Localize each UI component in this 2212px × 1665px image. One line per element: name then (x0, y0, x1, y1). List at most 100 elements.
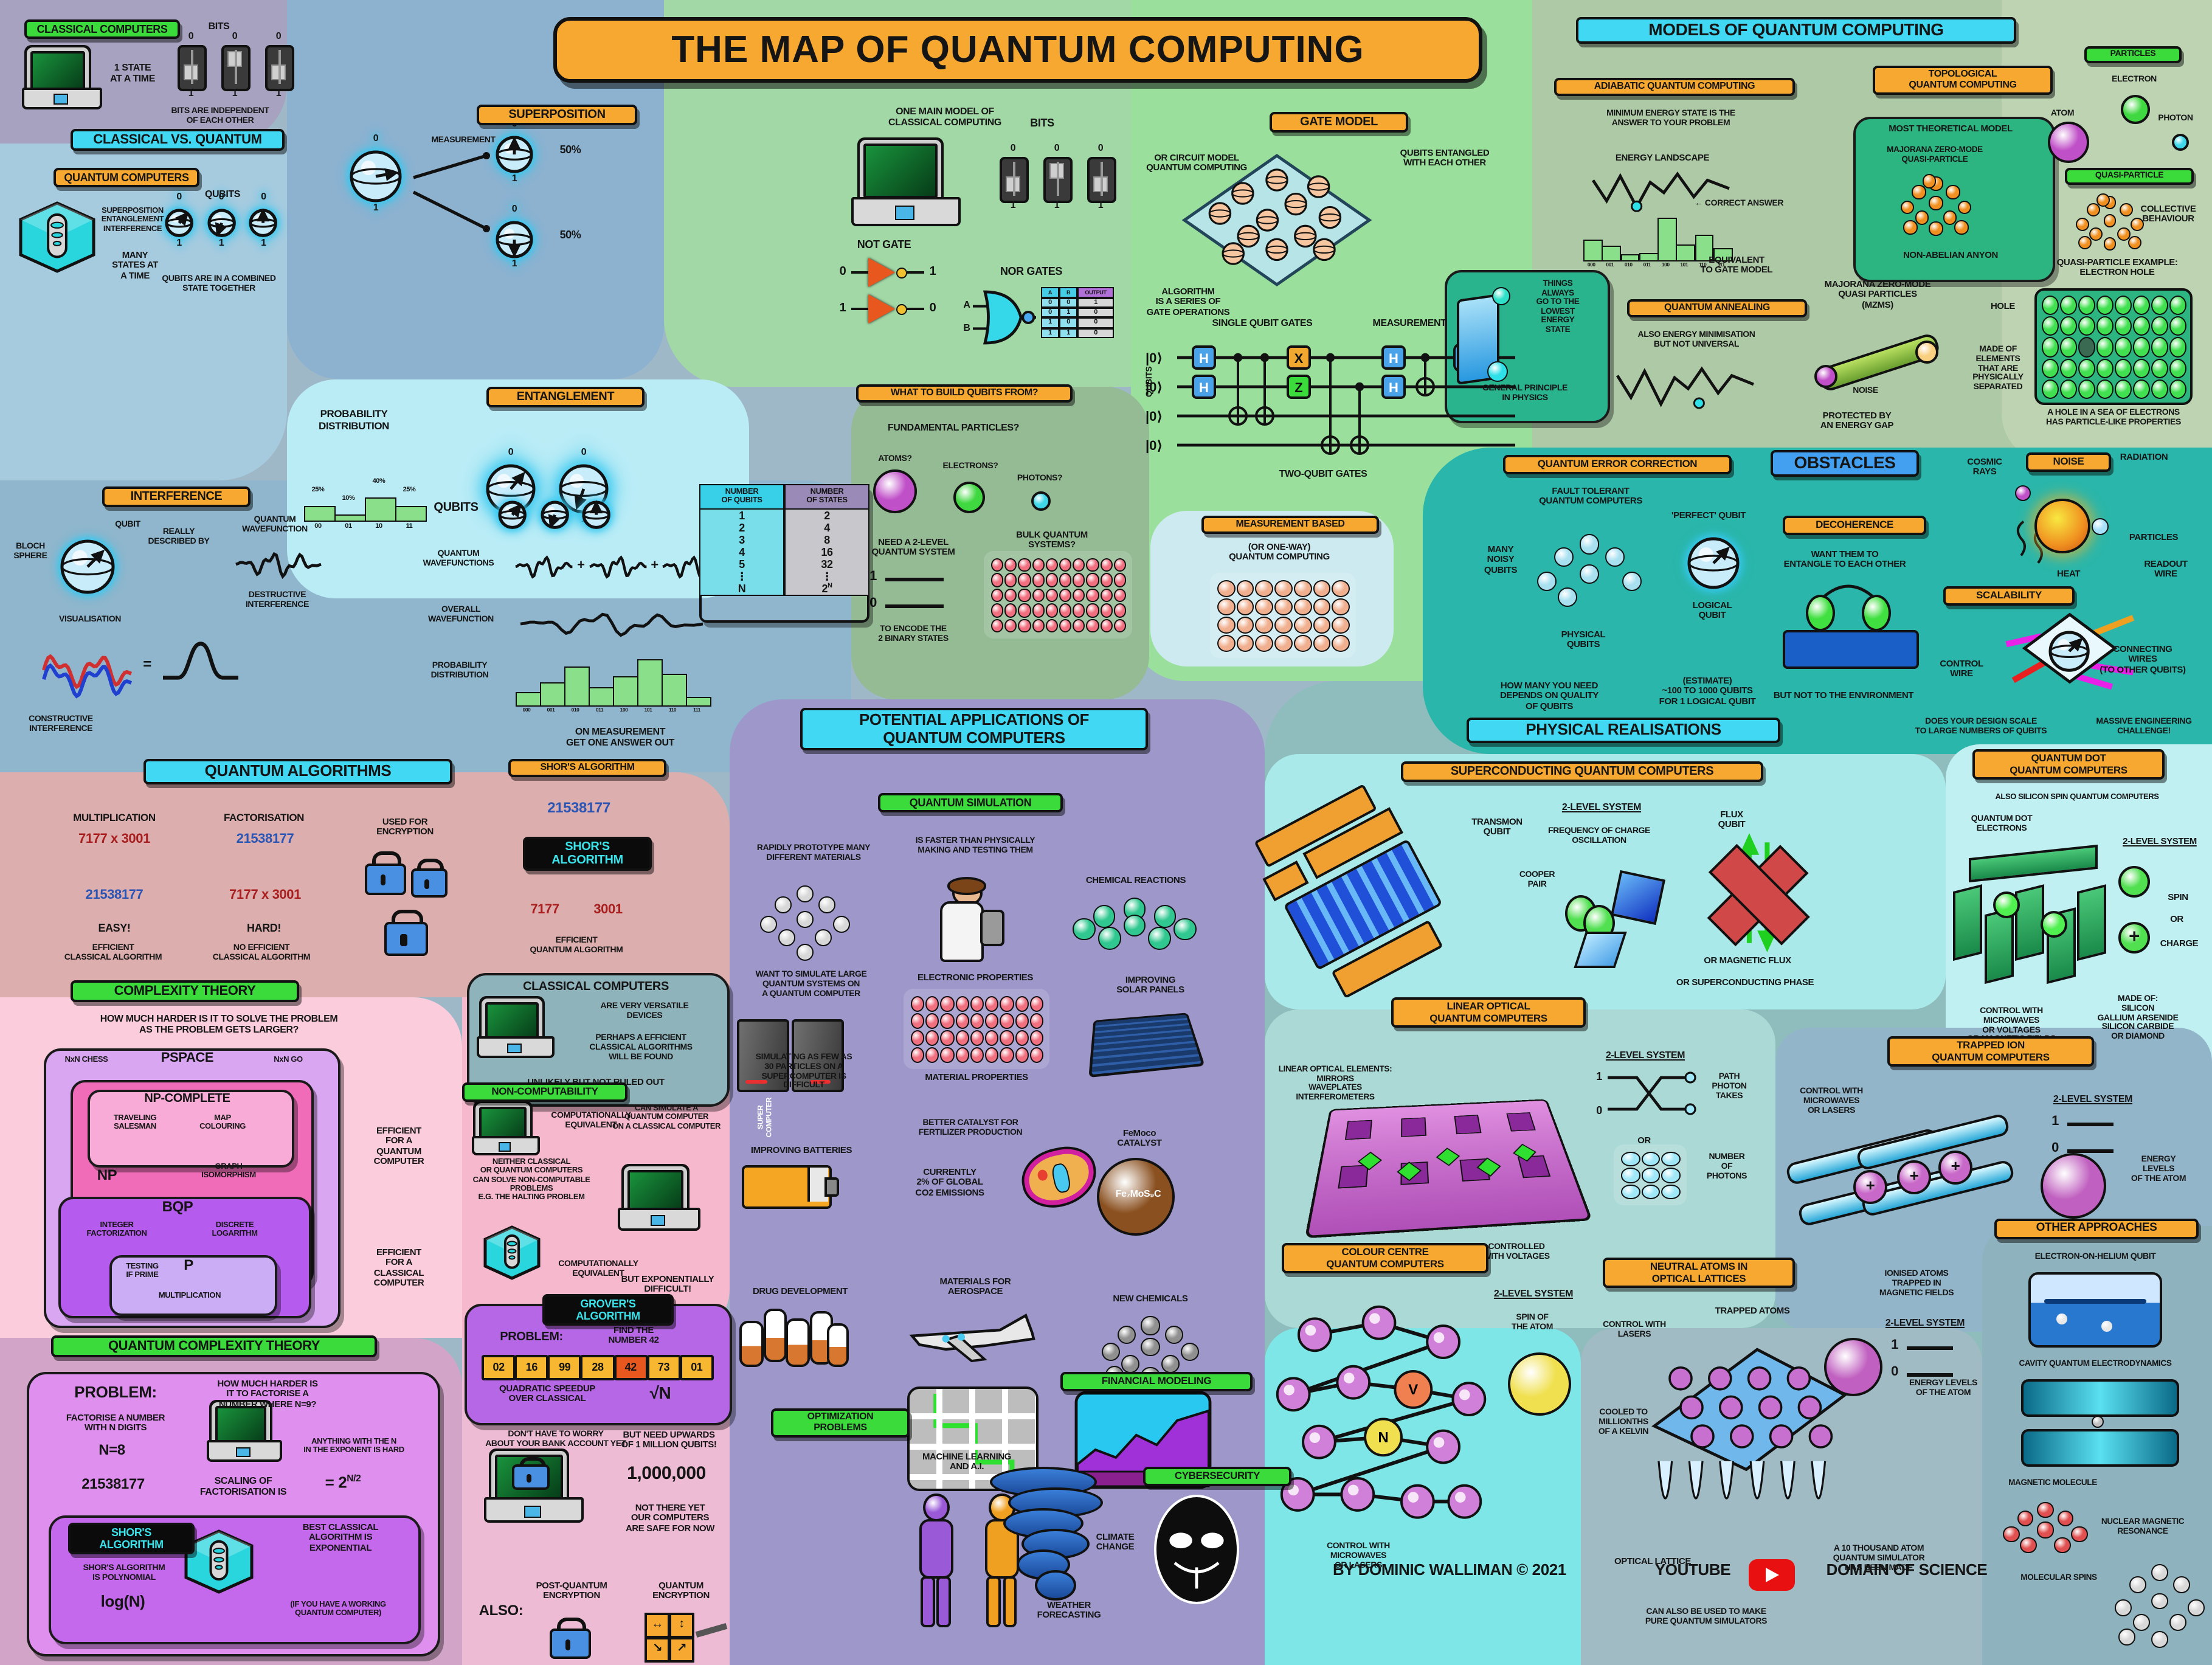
quasi-particle-icon (2075, 192, 2144, 251)
electron-hole-icon (2034, 288, 2193, 405)
one-way: (OR ONE-WAY) QUANTUM COMPUTING (1229, 541, 1330, 562)
versatile: ARE VERY VERSATILE DEVICES (600, 1002, 689, 1020)
femoco: FeMoco CATALYST (1117, 1127, 1162, 1149)
mail-lock-icon (411, 859, 448, 898)
shor-box: SHOR'S ALGORITHM (523, 837, 652, 871)
single-qubit-gates: SINGLE QUBIT GATES (1212, 317, 1313, 328)
noise-nucleus-icon (2009, 482, 2111, 574)
problem1: PROBLEM: (74, 1383, 157, 1401)
footer-credit: BY DOMINIC WALLIMAN © 2021 (1333, 1560, 1566, 1579)
hole-sea: A HOLE IN A SEA OF ELECTRONS HAS PARTICL… (2046, 409, 2181, 427)
wavefunction-icon (235, 545, 322, 584)
flux-qubit: FLUX QUBIT (1718, 809, 1746, 830)
qsim-header: QUANTUM SIMULATION (878, 793, 1063, 813)
algorithm-series: ALGORITHM IS A SERIES OF GATE OPERATIONS (1146, 286, 1230, 317)
also-silicon: ALSO SILICON SPIN QUANTUM COMPUTERS (1995, 793, 2159, 801)
na-control: CONTROL WITH LASERS (1603, 1321, 1666, 1339)
battery-icon (742, 1165, 839, 1209)
molecular-spins: MOLECULAR SPINS (2020, 1574, 2097, 1582)
femoco-formula: Fe₇MoS₉C (1115, 1188, 1161, 1199)
helium-qubit: ELECTRON-ON-HELIUM QUBIT (2034, 1253, 2156, 1261)
qct-header: QUANTUM COMPLEXITY THEORY (51, 1335, 377, 1358)
shor-box2: SHOR'S ALGORITHM (68, 1523, 195, 1555)
energy-landscape-icon (1591, 168, 1730, 212)
non-abelian: NON-ABELIAN ANYON (1903, 249, 1998, 260)
drugs-icon (739, 1309, 849, 1369)
logical-qubit-icon (1685, 535, 1741, 596)
ti-control: CONTROL WITH MICROWAVES OR LASERS (1800, 1087, 1863, 1115)
bloch-sphere: BLOCH SPHERE (13, 542, 47, 561)
cyber-header: CYBERSECURITY (1143, 1467, 1291, 1486)
charge-ball-icon: + (2118, 922, 2150, 954)
mzm-rod-icon (1812, 331, 1942, 393)
na-two-level-icon: 1 0 (1887, 1338, 1955, 1379)
np: NP (97, 1166, 117, 1183)
measured-1-icon: 0 1 (494, 203, 535, 269)
n8-num: 21538177 (81, 1475, 145, 1492)
efficient-classical: EFFICIENT CLASSICAL ALGORITHM (64, 944, 162, 962)
connecting-wires: CONNECTING WIRES (TO OTHER QUBITS) (2100, 643, 2186, 675)
graph-iso: GRAPH ISOMORPHISM (201, 1163, 256, 1180)
post-quantum-lock-icon (550, 1618, 591, 1659)
want-entangle: WANT THEM TO ENTANGLE TO EACH OTHER (1783, 549, 1906, 570)
classical-model-laptop (851, 144, 961, 226)
efficient-q: EFFICIENT FOR A QUANTUM COMPUTER (373, 1125, 424, 1167)
magnetic-molecule-icon (2002, 1498, 2088, 1562)
cc-control: CONTROL WITH MICROWAVES OR LASERS (1327, 1542, 1390, 1570)
electrons-q: ELECTRONS? (942, 462, 998, 471)
material-props: MATERIAL PROPERTIES (925, 1071, 1028, 1082)
equals: = (143, 656, 151, 673)
bulk-q: BULK QUANTUM SYSTEMS? (1016, 529, 1088, 550)
equiv-gate: EQUIVALENT TO GATE MODEL (1700, 254, 1773, 275)
ion-trap-icon: +++ (1785, 1112, 2016, 1262)
footer-channel: DOMAIN OF SCIENCE (1826, 1560, 1988, 1579)
anything-n: ANYTHING WITH THE N IN THE EXPONENT IS H… (303, 1438, 404, 1455)
radiation: RADIATION (2120, 451, 2168, 462)
fault-tolerant: FAULT TOLERANT QUANTUM COMPUTERS (1539, 485, 1642, 507)
p-label: P (184, 1256, 193, 1273)
shor-out1: 7177 (530, 902, 559, 917)
svg-text:|0⟩: |0⟩ (1146, 409, 1163, 424)
atom-ball-icon (873, 469, 917, 513)
control-wire: CONTROL WIRE (1940, 658, 1983, 679)
cosmic-rays: COSMIC RAYS (1967, 456, 2002, 477)
photon-particle-icon (2172, 134, 2189, 151)
interfering-waves-icon (42, 647, 133, 699)
bulk-system-icon (984, 551, 1132, 639)
ti-two-level-icon: 1 0 (2048, 1114, 2116, 1155)
destructive: DESTRUCTIVE INTERFERENCE (245, 591, 309, 609)
scalability-qubit-icon (1999, 608, 2140, 690)
femoco-ball-icon (1097, 1158, 1175, 1236)
grover-box-label: GROVER'S ALGORITHM (542, 1294, 674, 1326)
bits-label: BITS (208, 21, 230, 32)
noncomp-qc-icon (483, 1225, 541, 1280)
weather: WEATHER FORECASTING (1037, 1599, 1101, 1621)
sqrt-n: √N (649, 1383, 671, 1402)
magnetic-molecule: MAGNETIC MOLECULE (2008, 1479, 2097, 1487)
things-always: THINGS ALWAYS GO TO THE LOWEST ENERGY ST… (1536, 280, 1580, 335)
qct-qc-icon (184, 1529, 254, 1594)
versatile-header: CLASSICAL COMPUTERS (523, 980, 669, 994)
complexity-header: COMPLEXITY THEORY (71, 980, 299, 1003)
neutral-atom-icon (1824, 1338, 1882, 1396)
shors-header: SHOR'S ALGORITHM (508, 759, 666, 777)
chemical-molecules-icon (1070, 898, 1197, 951)
cooper-pair: COOPER PAIR (1519, 871, 1555, 889)
entangled-lattice-icon (1181, 153, 1372, 287)
annealing-icon (1616, 362, 1754, 409)
scaling-val: = 2N/2 (325, 1473, 361, 1492)
find-42: FIND THE NUMBER 42 (608, 1324, 659, 1346)
climate: CLIMATE CHANGE (1096, 1531, 1135, 1552)
general-principle: GENERAL PRINCIPLE IN PHYSICS (1482, 384, 1567, 403)
atoms-q: ATOMS? (878, 455, 912, 463)
electronic-props: ELECTRONIC PROPERTIES (918, 972, 1033, 983)
lowest-energy-icon (1457, 287, 1510, 386)
shor-poly: SHOR'S ALGORITHM IS POLYNOMIAL (83, 1564, 165, 1582)
traveling: TRAVELING SALESMAN (113, 1114, 157, 1132)
neither: NEITHER CLASSICAL OR QUANTUM COMPUTERS C… (472, 1158, 590, 1202)
models-header: MODELS OF QUANTUM COMPUTING (1576, 17, 2016, 44)
